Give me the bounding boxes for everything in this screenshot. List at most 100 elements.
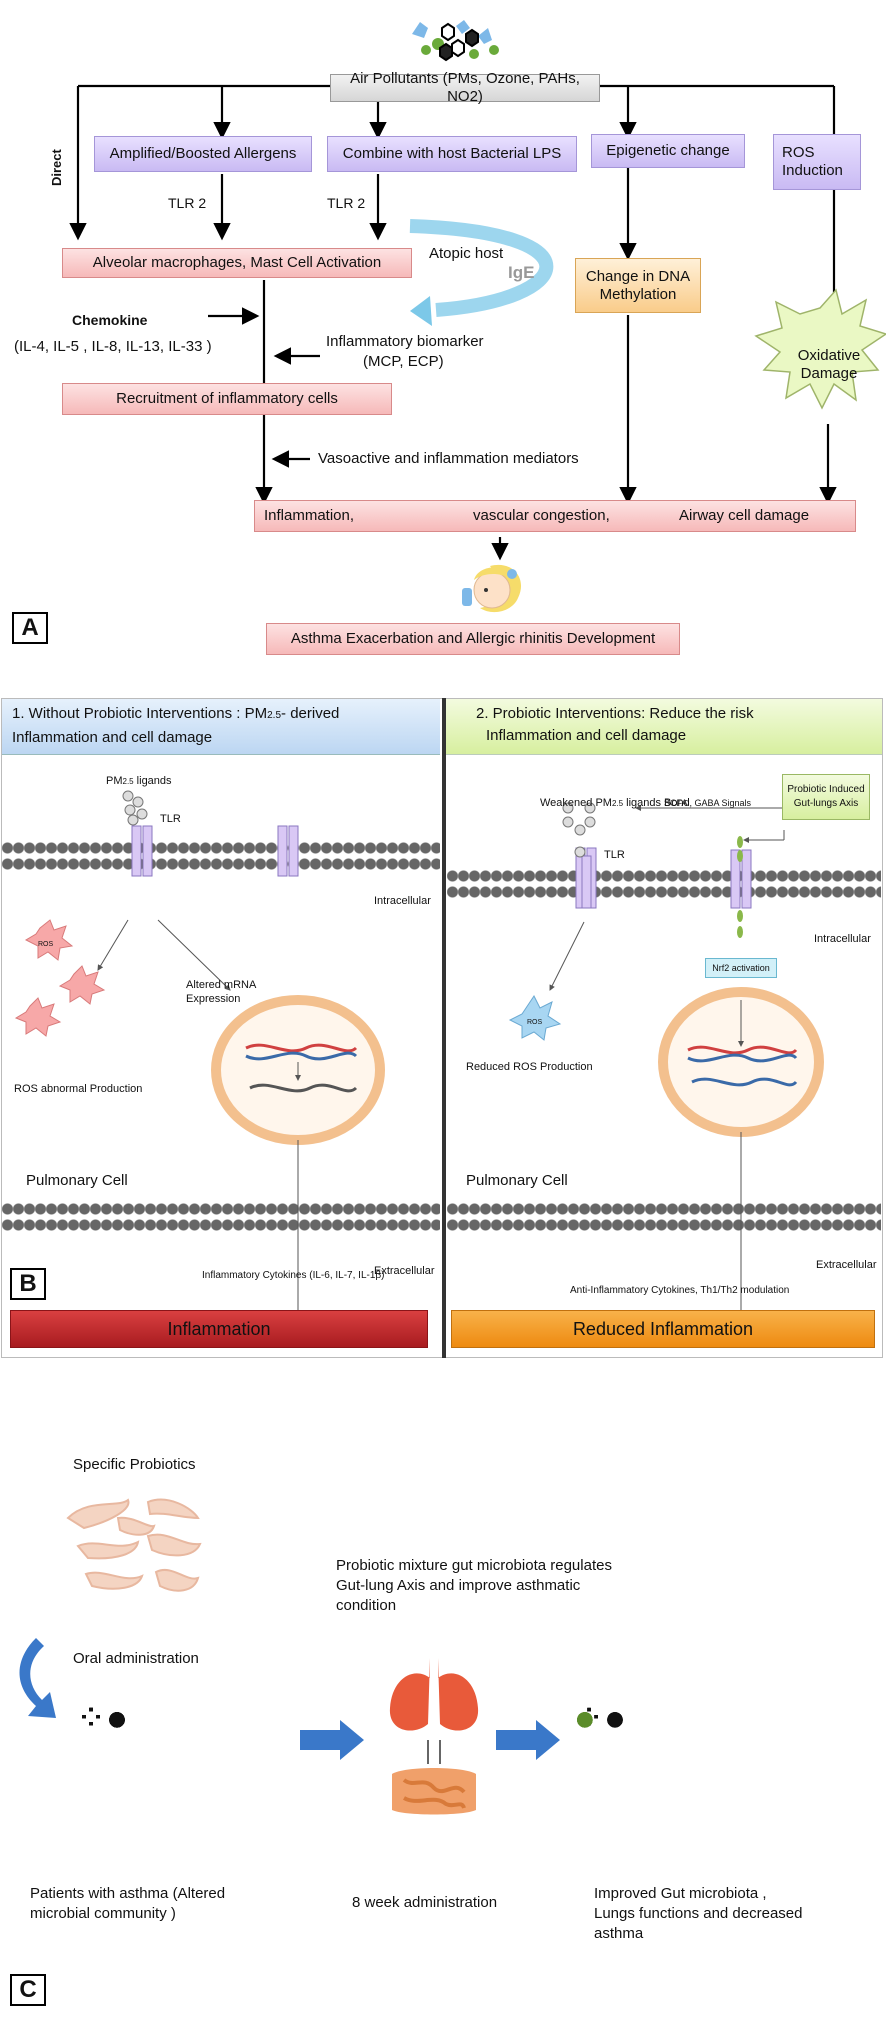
direct-label: Direct	[49, 149, 64, 186]
pm-ligands-label: PM2.5 ligands	[106, 775, 172, 787]
extracellular-right-label: Extracellular	[816, 1259, 877, 1271]
biomarker-list-label: (MCP, ECP)	[363, 353, 444, 370]
improved-head-icon: ●	[574, 1697, 596, 1738]
patient-head-icon: ⁘●	[574, 1697, 626, 1738]
tlr-left-label: TLR	[160, 813, 181, 825]
panel-b-divider	[442, 698, 446, 1358]
epigenetic-change-label: Epigenetic change	[606, 142, 730, 159]
right-upper-membrane	[447, 868, 881, 900]
right-lower-membrane	[447, 1201, 881, 1233]
extracellular-left-label: Extracellular	[374, 1265, 435, 1277]
patient-head-icon: ⁘●	[574, 1697, 626, 1738]
pulmonary-cell-right-label: Pulmonary Cell	[466, 1172, 568, 1189]
inflammatory-biomarker-label: Inflammatory biomarker	[326, 333, 484, 350]
patient-head-icon: ⁘●	[76, 1697, 128, 1738]
improved-head-icon: ●	[574, 1697, 596, 1738]
pulmonary-cell-left-label: Pulmonary Cell	[26, 1172, 128, 1189]
recruitment-label: Recruitment of inflammatory cells	[116, 390, 338, 407]
vascular-congestion-label: vascular congestion,	[473, 507, 610, 524]
ros-tag-right: ROS	[527, 1019, 543, 1026]
week-administration-label: 8 week administration	[352, 1894, 498, 1911]
pollutant-particles-icon	[398, 14, 508, 62]
probiotic-bacteria-icon	[58, 1488, 208, 1598]
patient-head-icon: ⁘●	[76, 1697, 128, 1738]
improved-head-icon: ●	[574, 1697, 596, 1738]
inflammatory-cytokines-label: Inflammatory Cytokines (IL-6, IL-7, IL-1…	[202, 1270, 385, 1281]
bacterial-lps-box: Combine with host Bacterial LPS	[327, 136, 577, 172]
patient-heads-grid: ⁘● ⁘● ⁘● ⁘● ⁘● ⁘● ⁘● ⁘● ⁘●	[76, 1700, 286, 1830]
scfa-gaba-label: SCFA , GABA Signals	[664, 798, 752, 808]
air-pollutants-label: Air Pollutants (PMs, Ozone, PAHs, NO2)	[350, 70, 580, 105]
air-pollutants-box: Air Pollutants (PMs, Ozone, PAHs, NO2)	[330, 70, 600, 105]
asthma-exacerbation-label: Asthma Exacerbation and Allergic rhiniti…	[290, 630, 656, 647]
left-header-title-1: 1. Without Probiotic Interventions : PM2…	[12, 705, 340, 722]
macrophage-activation-box: Alveolar macrophages, Mast Cell Activati…	[62, 248, 412, 278]
amplified-allergens-box: Amplified/Boosted Allergens	[94, 136, 312, 172]
improved-head-icon: ●	[574, 1697, 596, 1738]
right-header-title-1: 2. Probiotic Interventions: Reduce the r…	[476, 705, 754, 722]
improved-heads-grid: ● ⁘● ● ⁘● ⁘● ⁘● ● ● ●	[574, 1700, 784, 1830]
patient-head-icon: ⁘●	[574, 1697, 626, 1738]
patient-head-icon: ⁘●	[76, 1697, 128, 1738]
inflammation-outcome-box: Inflammation, vascular congestion, Airwa…	[254, 500, 856, 532]
airway-damage-label: Airway cell damage	[679, 507, 810, 524]
tlr-right-label: TLR	[604, 849, 625, 861]
ros-tag-left: ROS	[38, 941, 54, 948]
tlr2-label-b: TLR 2	[327, 195, 366, 211]
intracellular-right-label: Intracellular	[814, 933, 871, 945]
ige-label: IgE	[508, 263, 535, 282]
epigenetic-change-box: Epigenetic change	[591, 134, 745, 168]
reduced-inflammation-bar-label: Reduced Inflammation	[572, 1319, 754, 1339]
lungs-gut-icon	[384, 1648, 484, 1818]
patient-head-icon: ⁘●	[76, 1697, 128, 1738]
probiotic-mixture-label: Probiotic mixture gut microbiota regulat…	[336, 1557, 612, 1614]
oral-administration-label: Oral administration	[73, 1650, 199, 1667]
left-header: 1. Without Probiotic Interventions : PM2…	[2, 699, 440, 755]
reduced-ros-label: Reduced ROS Production	[466, 1061, 593, 1073]
panel-b-tag: B	[10, 1268, 46, 1300]
patient-head-icon: ⁘●	[76, 1697, 128, 1738]
chemokine-label: Chemokine	[72, 312, 148, 328]
inflammation-outcome-label: Inflammation,	[264, 507, 355, 524]
left-header-title-2: Inflammation and cell damage	[12, 729, 213, 746]
reduced-inflammation-bar: Reduced Inflammation	[451, 1310, 875, 1348]
weakened-ligands-label: Weakened PM2.5 ligands Bond	[540, 797, 690, 809]
inflammation-bar-label: Inflammation	[167, 1319, 271, 1339]
panel-c-arrows	[19, 1638, 560, 1760]
right-header: 2. Probiotic Interventions: Reduce the r…	[446, 699, 882, 755]
panel-c-tag: C	[10, 1974, 46, 2006]
child-inhaler-icon	[452, 556, 532, 620]
patient-head-icon: ⁘●	[76, 1697, 128, 1738]
atopic-host-label: Atopic host	[429, 245, 504, 262]
panel-a-tag: A	[12, 612, 48, 644]
inflammation-bar: Inflammation	[10, 1310, 428, 1348]
panel-b-graphics	[14, 790, 824, 1340]
vasoactive-label: Vasoactive and inflammation mediators	[318, 450, 579, 467]
panel-a-connectors	[69, 84, 886, 561]
ros-abnormal-label: ROS abnormal Production	[14, 1083, 143, 1095]
asthma-exacerbation-box: Asthma Exacerbation and Allergic rhiniti…	[266, 623, 680, 655]
improved-label: Improved Gut microbiota ,Lungs functions…	[594, 1885, 803, 1942]
anti-inflammatory-label: Anti-Inflammatory Cytokines, Th1/Th2 mod…	[570, 1285, 790, 1296]
left-upper-membrane	[2, 840, 440, 872]
right-header-title-2: Inflammation and cell damage	[486, 727, 687, 744]
macrophage-activation-label: Alveolar macrophages, Mast Cell Activati…	[92, 254, 382, 271]
patient-head-icon: ⁘●	[76, 1697, 128, 1738]
patient-head-icon: ⁘●	[76, 1697, 128, 1738]
nrf2-activation-box: Nrf2 activation	[705, 958, 777, 978]
nrf2-activation-label: Nrf2 activation	[712, 963, 770, 973]
patient-head-icon: ⁘●	[574, 1697, 626, 1738]
left-lower-membrane	[2, 1201, 440, 1233]
intracellular-left-label: Intracellular	[374, 895, 431, 907]
bacterial-lps-label: Combine with host Bacterial LPS	[342, 145, 562, 162]
chemokine-list-label: (IL-4, IL-5 , IL-8, IL-13, IL-33 )	[14, 338, 212, 355]
